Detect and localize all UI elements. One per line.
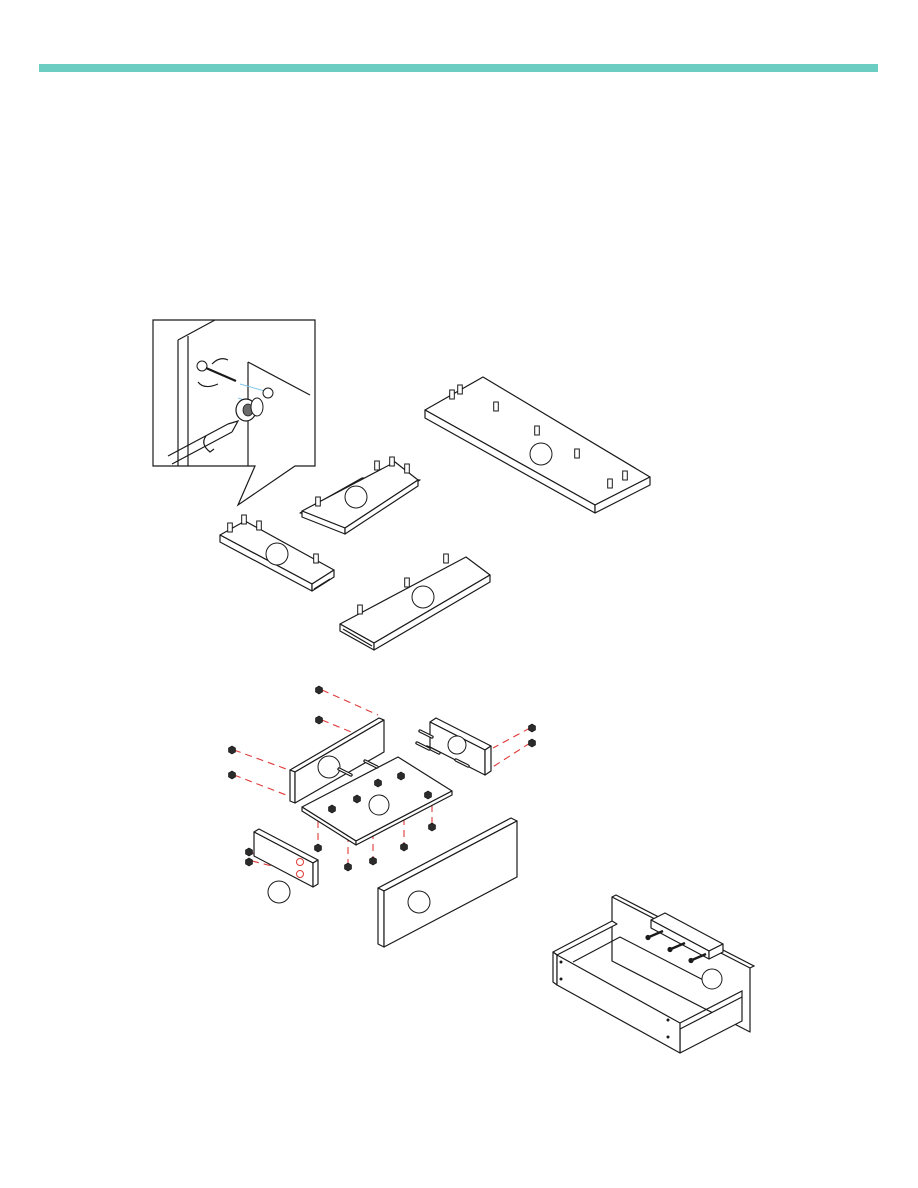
step-drawer-box [229, 686, 536, 947]
cam-bolt-icon [197, 361, 236, 381]
drawer-side-left [254, 829, 318, 903]
step-cam-bolts [220, 377, 650, 650]
drawer-side-right [417, 718, 491, 775]
long-panel [425, 377, 650, 513]
short-panel-a [300, 457, 420, 534]
short-panel-b [220, 515, 334, 591]
step-finished-drawer [553, 895, 754, 1053]
detail-inset [153, 320, 315, 505]
cam-lock-icon [236, 398, 263, 421]
medium-panel [340, 554, 490, 650]
drawer-front [378, 818, 517, 947]
